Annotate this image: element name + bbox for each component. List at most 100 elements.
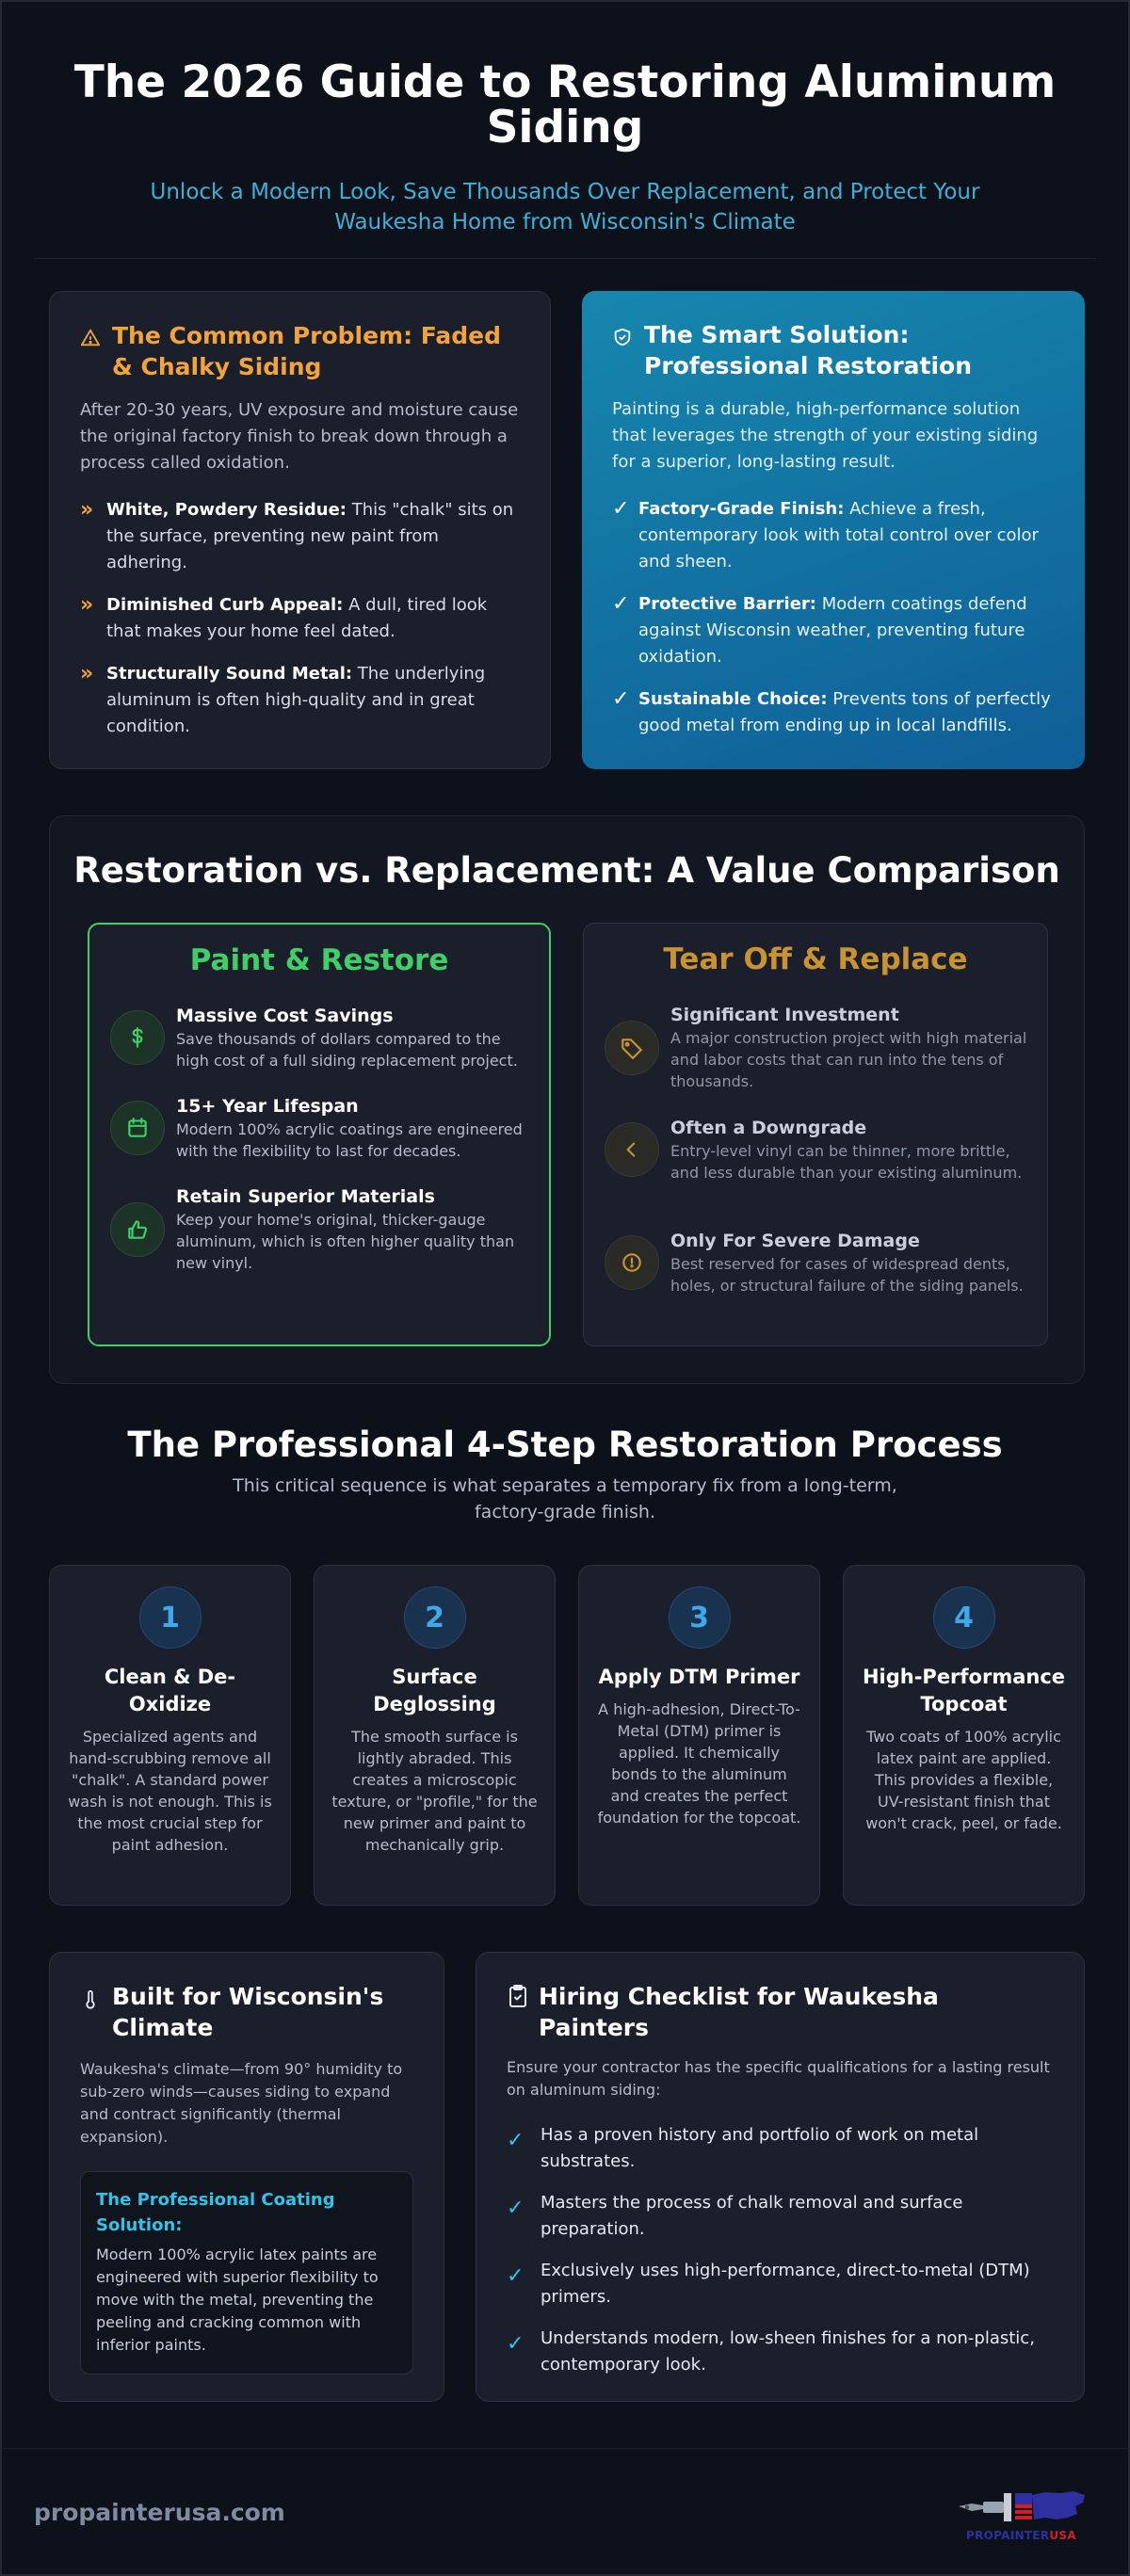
calendar-icon — [110, 1101, 165, 1155]
check-icon: ✓ — [612, 592, 630, 616]
list-item-bold: Protective Barrier: — [638, 594, 816, 614]
comparison-feature-title: Significant Investment — [670, 1005, 899, 1025]
list-item: ✓ Factory-Grade Finish: Achieve a fresh, … — [612, 496, 1055, 575]
list-item: ✓ Sustainable Choice: Prevents tons of pe… — [612, 686, 1055, 739]
list-item: » Diminished Curb Appeal: A dull, tired l… — [80, 592, 520, 645]
list-item-text: Sustainable Choice: Prevents tons of per… — [638, 686, 1055, 739]
paint-restore-title: Paint & Restore — [189, 943, 449, 977]
list-item-body: This "chalk" sits on the surface, preven… — [106, 500, 514, 572]
footer-url[interactable]: propainterusa.com — [34, 2499, 285, 2526]
comparison-feature-title: Only For Severe Damage — [670, 1231, 920, 1251]
list-item-body: Prevents tons of perfectly good metal fr… — [638, 689, 1051, 735]
coating-solution-text: Modern 100% acrylic latex paints are eng… — [96, 2246, 379, 2354]
list-item-body: Modern coatings defend against Wisconsin… — [638, 594, 1027, 667]
dollar-icon — [110, 1010, 165, 1065]
checklist-item-text: Exclusively uses high-performance, direc… — [541, 2261, 1030, 2307]
problem-title: The Common Problem: Faded & Chalky Sidin… — [112, 322, 502, 380]
check-icon: ✓ — [507, 2197, 525, 2220]
step-description: A high-adhesion, Direct-To-Metal (DTM) p… — [597, 1700, 801, 1827]
step-number-badge: 1 — [138, 1586, 202, 1649]
double-chevron-icon: » — [80, 662, 94, 685]
list-item-bold: Factory-Grade Finish: — [638, 499, 845, 519]
logo-text: PROPAINTERUSA — [966, 2529, 1076, 2542]
comparison-feature: Significant Investment A major constructi… — [605, 1003, 1030, 1092]
step-description: Specialized agents and hand-scrubbing re… — [68, 1728, 272, 1854]
list-item-body: Achieve a fresh, contemporary look with … — [638, 499, 1039, 572]
comparison-feature-desc: Entry-level vinyl can be thinner, more b… — [670, 1142, 1023, 1182]
check-icon: ✓ — [507, 2129, 525, 2152]
list-item-bold: White, Powdery Residue: — [106, 500, 347, 520]
list-item-body: A dull, tired look that makes your home … — [106, 595, 488, 641]
shield-check-icon — [612, 319, 644, 351]
step-title: Clean & De-Oxidize — [104, 1666, 236, 1715]
problem-card: The Common Problem: Faded & Chalky Sidin… — [49, 291, 551, 769]
list-item-bold: Sustainable Choice: — [638, 689, 828, 709]
step-description: Two coats of 100% acrylic latex paint ar… — [865, 1728, 1062, 1832]
list-item: ✓ Protective Barrier: Modern coatings def… — [612, 591, 1055, 670]
footer-divider — [2, 2448, 1128, 2449]
comparison-feature-desc: Save thousands of dollars compared to th… — [176, 1030, 518, 1070]
check-icon: ✓ — [612, 687, 630, 711]
checklist-item: ✓ Understands modern, low-sheen finishes … — [507, 2326, 1054, 2378]
checklist-item: ✓ Exclusively uses high-performance, dire… — [507, 2258, 1054, 2310]
chevron-left-icon — [605, 1122, 659, 1177]
alert-circle-icon — [605, 1235, 659, 1290]
double-chevron-icon: » — [80, 593, 94, 617]
tear-off-replace-column: Tear Off & Replace Significant Investmen… — [583, 923, 1048, 1346]
comparison-section: Restoration vs. Replacement: A Value Com… — [49, 815, 1085, 1384]
divider — [34, 258, 1096, 259]
comparison-feature-desc: Modern 100% acrylic coatings are enginee… — [176, 1120, 523, 1160]
problem-intro: After 20-30 years, UV exposure and moist… — [80, 400, 519, 473]
comparison-feature-desc: A major construction project with high m… — [670, 1029, 1027, 1090]
coating-solution-title: The Professional Coating Solution: — [96, 2190, 335, 2235]
problem-list: » White, Powdery Residue: This "chalk" si… — [80, 497, 520, 740]
comparison-feature-desc: Keep your home's original, thicker-gauge… — [176, 1211, 515, 1272]
checklist-item-text: Has a proven history and portfolio of wo… — [541, 2125, 979, 2171]
list-item-text: Factory-Grade Finish: Achieve a fresh, c… — [638, 496, 1055, 575]
tear-off-replace-title: Tear Off & Replace — [663, 942, 968, 976]
checklist-intro: Ensure your contractor has the specific … — [507, 2058, 1050, 2099]
list-item-bold: Structurally Sound Metal: — [106, 664, 353, 684]
check-icon: ✓ — [507, 2264, 525, 2288]
step-number-badge: 4 — [932, 1586, 995, 1649]
comparison-title: Restoration vs. Replacement: A Value Com… — [73, 850, 1060, 891]
step-number-badge: 3 — [668, 1586, 731, 1649]
step-title: Apply DTM Primer — [598, 1666, 800, 1688]
comparison-feature-text: Significant Investment A major constructi… — [670, 1003, 1030, 1092]
list-item-bold: Diminished Curb Appeal: — [106, 595, 344, 615]
check-icon: ✓ — [507, 2332, 525, 2356]
checklist-item-text: Understands modern, low-sheen finishes f… — [541, 2328, 1035, 2375]
thumbs-up-icon — [110, 1201, 165, 1257]
comparison-feature-desc: Best reserved for cases of widespread de… — [670, 1255, 1024, 1295]
checklist-title: Hiring Checklist for Waukesha Painters — [539, 1983, 939, 2041]
double-chevron-icon: » — [80, 498, 94, 522]
step-title: Surface Deglossing — [373, 1666, 496, 1715]
list-item-text: Protective Barrier: Modern coatings defe… — [638, 591, 1055, 670]
clipboard-check-icon — [507, 1981, 539, 2012]
propainterusa-logo: PROPAINTERUSA — [959, 2486, 1090, 2544]
list-item: » White, Powdery Residue: This "chalk" si… — [80, 497, 520, 576]
list-item: »Structurally Sound Metal: The underlyin… — [80, 661, 520, 740]
comparison-feature-title: Massive Cost Savings — [176, 1006, 394, 1026]
solution-list: ✓ Factory-Grade Finish: Achieve a fresh, … — [612, 496, 1055, 739]
checklist-item-text: Masters the process of chalk removal and… — [541, 2193, 963, 2239]
checklist-card: Hiring Checklist for Waukesha Painters E… — [476, 1952, 1085, 2402]
process-subtitle: This critical sequence is what separates… — [233, 1475, 897, 1522]
list-item-text: White, Powdery Residue: This "chalk" sit… — [106, 497, 520, 576]
hero: The 2026 Guide to Restoring Aluminum Sid… — [2, 2, 1128, 237]
check-icon: ✓ — [612, 497, 630, 521]
checklist-item: ✓ Masters the process of chalk removal an… — [507, 2190, 1054, 2243]
step-description: The smooth surface is lightly abraded. T… — [331, 1728, 538, 1854]
comparison-feature-title: Retain Superior Materials — [176, 1186, 435, 1207]
